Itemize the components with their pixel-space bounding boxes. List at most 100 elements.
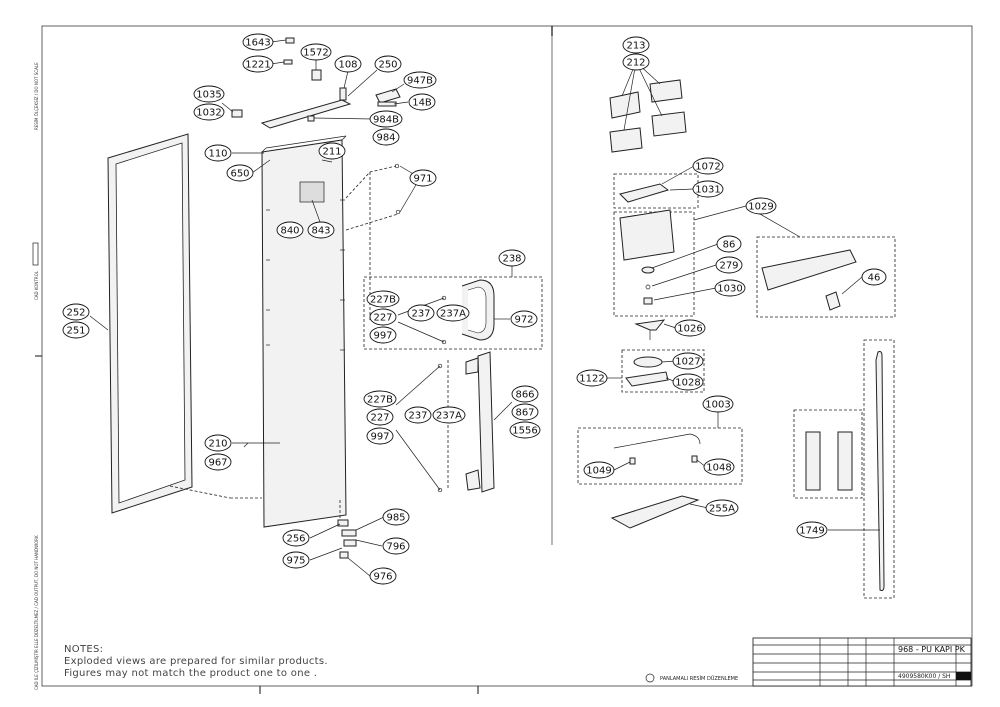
callout-1003: 1003 bbox=[702, 395, 734, 413]
callout-237-lower: 237 bbox=[404, 406, 432, 424]
svg-text:238: 238 bbox=[502, 254, 521, 265]
callout-997-lower: 997 bbox=[366, 427, 394, 445]
svg-text:1032: 1032 bbox=[196, 108, 221, 119]
callout-251: 251 bbox=[62, 321, 90, 339]
dairy-bins bbox=[609, 79, 687, 153]
callout-1028: 1028 bbox=[672, 373, 704, 391]
svg-text:972: 972 bbox=[514, 315, 533, 326]
svg-text:227B: 227B bbox=[367, 395, 393, 406]
svg-text:46: 46 bbox=[868, 273, 881, 284]
callout-279: 279 bbox=[715, 256, 743, 274]
notes-heading: NOTES: bbox=[64, 644, 103, 655]
revision-note: PANLAMALI RESİM DÜZENLEME bbox=[660, 675, 738, 682]
callout-1221: 1221 bbox=[242, 55, 274, 73]
svg-text:1048: 1048 bbox=[706, 463, 731, 474]
svg-text:1072: 1072 bbox=[695, 162, 720, 173]
svg-text:279: 279 bbox=[719, 261, 738, 272]
callout-967: 967 bbox=[204, 453, 232, 471]
small-cover bbox=[231, 109, 243, 118]
svg-text:227: 227 bbox=[370, 413, 389, 424]
callout-238: 238 bbox=[498, 249, 526, 267]
svg-text:843: 843 bbox=[311, 226, 330, 237]
handle-866 bbox=[437, 351, 495, 493]
callout-14B: 14B bbox=[408, 93, 436, 111]
svg-text:984: 984 bbox=[376, 133, 395, 144]
svg-text:213: 213 bbox=[626, 41, 645, 52]
part-1031 bbox=[619, 183, 670, 203]
callout-252: 252 bbox=[62, 303, 90, 321]
callout-227-lower: 227 bbox=[366, 408, 394, 426]
callout-1029: 1029 bbox=[745, 197, 777, 215]
callout-1749: 1749 bbox=[796, 521, 828, 539]
svg-text:227: 227 bbox=[373, 313, 392, 324]
callout-256: 256 bbox=[282, 529, 310, 547]
margin-text-top: RESİM ÖLÇEKSİZ / DO NOT SCALE bbox=[34, 62, 39, 130]
callout-1572: 1572 bbox=[300, 43, 332, 61]
svg-text:212: 212 bbox=[626, 58, 645, 69]
svg-text:108: 108 bbox=[338, 60, 357, 71]
callout-86: 86 bbox=[716, 235, 742, 253]
callout-1122: 1122 bbox=[576, 369, 608, 387]
svg-text:971: 971 bbox=[413, 174, 432, 185]
svg-text:110: 110 bbox=[208, 149, 227, 160]
drawing-code: 4909580K00 / SH bbox=[898, 673, 950, 680]
callout-labels: 1643 1221 1572 108 250 947B 14B 1035 103… bbox=[62, 33, 887, 585]
callout-1035: 1035 bbox=[193, 85, 225, 103]
callout-213: 213 bbox=[622, 36, 650, 54]
callout-1032: 1032 bbox=[193, 103, 225, 121]
svg-text:796: 796 bbox=[386, 542, 405, 553]
svg-text:237A: 237A bbox=[440, 309, 466, 320]
callout-1049: 1049 bbox=[583, 461, 615, 479]
callout-984B: 984B bbox=[369, 110, 403, 128]
callout-237A: 237A bbox=[436, 304, 470, 322]
svg-text:86: 86 bbox=[723, 240, 736, 251]
svg-text:211: 211 bbox=[322, 147, 341, 158]
callout-255A: 255A bbox=[705, 499, 739, 517]
svg-text:210: 210 bbox=[208, 439, 227, 450]
svg-text:985: 985 bbox=[386, 513, 405, 524]
svg-text:256: 256 bbox=[286, 534, 305, 545]
callout-227: 227 bbox=[369, 308, 397, 326]
margin-text-bottom: CAD İLE ÇİZİLMİŞTİR ELLE DÜZELTİLMEZ / C… bbox=[34, 535, 39, 690]
svg-text:867: 867 bbox=[515, 408, 534, 419]
callout-1072: 1072 bbox=[692, 157, 724, 175]
svg-text:252: 252 bbox=[66, 308, 85, 319]
door-shelf-1029 bbox=[761, 249, 857, 291]
callout-1048: 1048 bbox=[703, 458, 735, 476]
callout-947B: 947B bbox=[403, 71, 437, 89]
svg-text:1030: 1030 bbox=[717, 284, 742, 295]
svg-text:947B: 947B bbox=[407, 76, 433, 87]
notes-line-1: Exploded views are prepared for similar … bbox=[64, 656, 328, 667]
svg-text:650: 650 bbox=[230, 169, 249, 180]
svg-text:1026: 1026 bbox=[677, 324, 702, 335]
svg-text:840: 840 bbox=[280, 226, 299, 237]
svg-text:14B: 14B bbox=[412, 98, 432, 109]
callout-110: 110 bbox=[204, 144, 232, 162]
callout-237A-lower: 237A bbox=[432, 406, 466, 424]
display-cutout bbox=[299, 181, 325, 203]
svg-text:1749: 1749 bbox=[799, 526, 824, 537]
svg-text:997: 997 bbox=[370, 432, 389, 443]
svg-text:1031: 1031 bbox=[695, 185, 720, 196]
svg-text:1122: 1122 bbox=[579, 374, 604, 385]
svg-text:251: 251 bbox=[66, 326, 85, 337]
callout-1031: 1031 bbox=[692, 180, 724, 198]
leader-lines bbox=[89, 39, 880, 577]
revision-marker bbox=[645, 673, 655, 683]
drawing-title: 968 - PU KAPI PK bbox=[898, 645, 966, 654]
callout-975: 975 bbox=[282, 551, 310, 569]
svg-text:866: 866 bbox=[515, 390, 534, 401]
callout-237: 237 bbox=[407, 304, 435, 322]
svg-text:1028: 1028 bbox=[675, 378, 700, 389]
svg-text:1643: 1643 bbox=[245, 38, 270, 49]
callout-227B: 227B bbox=[366, 290, 400, 308]
callout-1556: 1556 bbox=[509, 421, 541, 439]
callout-972: 972 bbox=[510, 310, 538, 328]
callout-250: 250 bbox=[374, 55, 402, 73]
svg-text:1027: 1027 bbox=[675, 357, 700, 368]
callout-108: 108 bbox=[334, 55, 362, 73]
callout-227B-lower: 227B bbox=[363, 390, 397, 408]
callout-971: 971 bbox=[409, 169, 437, 187]
svg-text:250: 250 bbox=[378, 60, 397, 71]
